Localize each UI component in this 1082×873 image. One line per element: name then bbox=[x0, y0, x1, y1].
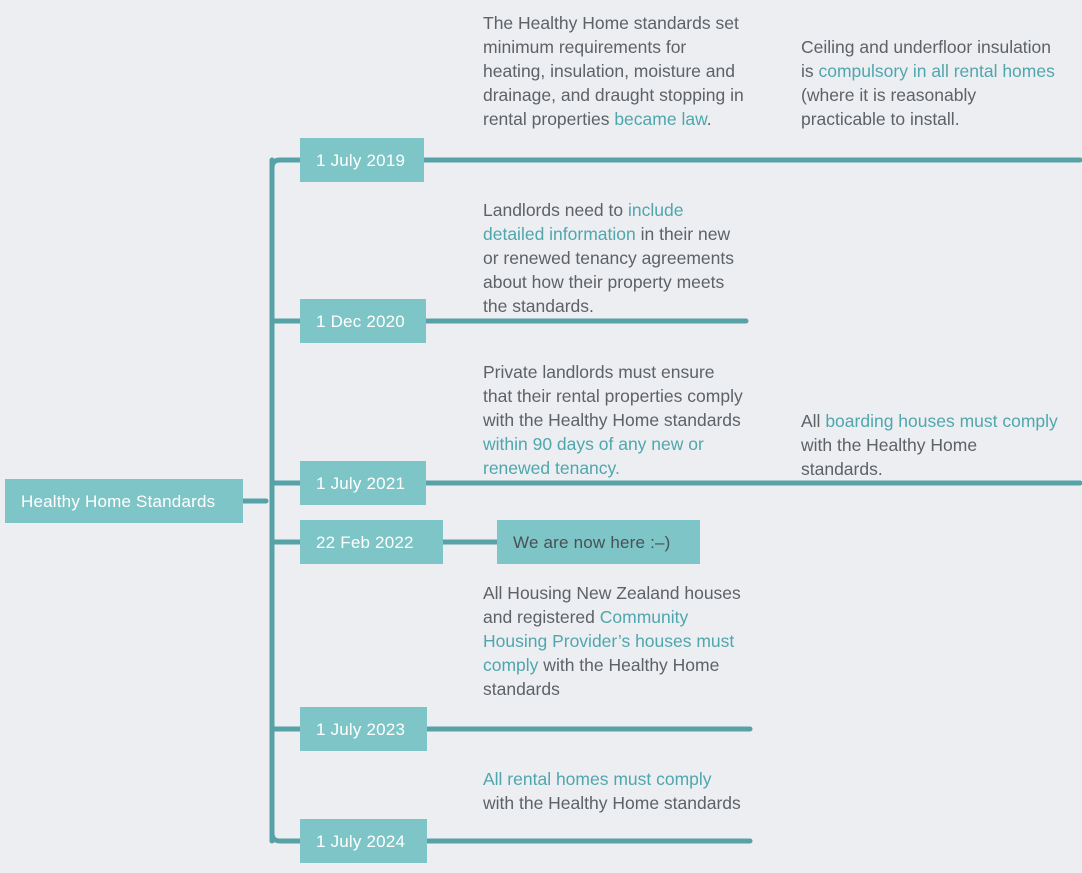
note-2019-col1: The Healthy Home standards set minimum r… bbox=[483, 11, 745, 131]
root-node-label: Healthy Home Standards bbox=[21, 491, 216, 511]
milestone-box-2024[interactable]: 1 July 2024 bbox=[300, 819, 427, 863]
milestone-box-2021[interactable]: 1 July 2021 bbox=[300, 461, 426, 505]
note-text: in their new or renewed tenancy agreemen… bbox=[483, 224, 734, 316]
milestone-date-label: 1 July 2021 bbox=[316, 473, 406, 493]
note-highlight: within 90 days of any new or renewed ten… bbox=[483, 434, 704, 478]
note-text: The Healthy Home standards set minimum r… bbox=[483, 13, 744, 129]
milestone-box-2019[interactable]: 1 July 2019 bbox=[300, 138, 424, 182]
milestone-box-2023[interactable]: 1 July 2023 bbox=[300, 707, 427, 751]
milestone-box-2022[interactable]: 22 Feb 2022 bbox=[300, 520, 443, 564]
note-text: Private landlords must ensure that their… bbox=[483, 362, 743, 430]
note-highlight: Community Housing Provider’s houses must… bbox=[483, 607, 735, 675]
note-2024-col1: All rental homes must comply with the He… bbox=[483, 767, 745, 815]
note-highlight: include detailed information bbox=[483, 200, 684, 244]
milestone-date-label: 1 July 2024 bbox=[316, 831, 406, 851]
note-highlight: became law bbox=[614, 109, 707, 129]
note-highlight: compulsory in all rental homes bbox=[818, 61, 1055, 81]
note-text: All Housing New Zealand houses and regis… bbox=[483, 583, 741, 627]
current-position-label: We are now here :–) bbox=[513, 532, 671, 552]
milestone-date-label: 1 Dec 2020 bbox=[316, 311, 405, 331]
note-text: (where it is reasonably practicable to i… bbox=[801, 85, 977, 129]
note-2019-col2: Ceiling and underfloor insulation is com… bbox=[801, 35, 1063, 131]
note-text: Landlords need to bbox=[483, 200, 628, 220]
note-highlight: boarding houses must comply bbox=[825, 411, 1058, 431]
milestone-date-label: 1 July 2023 bbox=[316, 719, 406, 739]
note-text: All bbox=[801, 411, 826, 431]
milestone-box-2020[interactable]: 1 Dec 2020 bbox=[300, 299, 426, 343]
note-text: with the Healthy Home standards bbox=[483, 655, 720, 699]
note-text: Ceiling and underfloor insulation is bbox=[801, 37, 1052, 81]
note-2021-col2: All boarding houses must comply with the… bbox=[801, 409, 1063, 481]
note-text: with the Healthy Home standards bbox=[483, 793, 741, 813]
note-highlight: All rental homes must comply bbox=[483, 769, 712, 789]
root-node[interactable]: Healthy Home Standards bbox=[5, 479, 243, 523]
current-position-marker: We are now here :–) bbox=[497, 520, 700, 564]
note-2021-col1: Private landlords must ensure that their… bbox=[483, 360, 745, 480]
note-text: . bbox=[706, 109, 712, 129]
note-2020-col1: Landlords need to include detailed infor… bbox=[483, 198, 745, 318]
milestone-date-label: 22 Feb 2022 bbox=[316, 532, 414, 552]
note-2023-col1: All Housing New Zealand houses and regis… bbox=[483, 581, 745, 701]
note-text: with the Healthy Home standards. bbox=[801, 435, 978, 479]
milestone-date-label: 1 July 2019 bbox=[316, 150, 406, 170]
